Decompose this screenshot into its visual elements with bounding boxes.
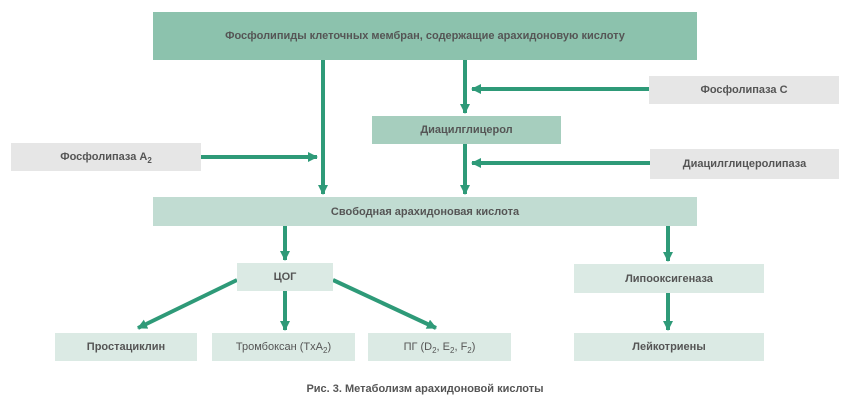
node-label: Диацилглицерол xyxy=(420,124,513,136)
node-label: Тромбоксан (TxA2) xyxy=(235,341,332,355)
node-label: Свободная арахидоновая кислота xyxy=(330,205,520,218)
node-leukotrienes: Лейкотриены xyxy=(574,333,764,361)
arrow-cox-to-prostaglandins xyxy=(332,278,437,330)
figure-caption: Рис. 3. Метаболизм арахидоновой кислоты xyxy=(306,383,544,395)
node-membrane-phospholipids: Фосфолипиды клеточных мембран, содержащи… xyxy=(153,12,697,60)
node-label: Лейкотриены xyxy=(632,341,706,353)
node-label: Фосфолипаза A2 xyxy=(60,151,152,165)
node-phospholipase-c: Фосфолипаза С xyxy=(649,76,839,104)
node-diacylglycerol: Диацилглицерол xyxy=(372,116,561,144)
arrow-cox-to-prostacyclin xyxy=(137,278,238,330)
node-label: Липооксигеназа xyxy=(625,272,713,285)
node-thromboxane: Тромбоксан (TxA2) xyxy=(212,333,355,361)
node-label: ЦОГ xyxy=(273,271,297,283)
node-label: Фосфолипиды клеточных мембран, содержащи… xyxy=(225,30,625,42)
node-prostaglandins: ПГ (D2, E2, F2) xyxy=(368,333,511,361)
node-diacylglycerol-lipase: Диацилглицеролипаза xyxy=(650,149,839,179)
node-label: ПГ (D2, E2, F2) xyxy=(403,341,476,355)
node-free-arachidonic-acid: Свободная арахидоновая кислота xyxy=(153,197,697,226)
node-prostacyclin: Простациклин xyxy=(55,333,197,361)
node-label: Фосфолипаза С xyxy=(700,84,788,96)
node-label: Диацилглицеролипаза xyxy=(682,158,807,170)
node-lipoxygenase: Липооксигеназа xyxy=(574,264,764,293)
node-cox: ЦОГ xyxy=(237,263,333,291)
node-label: Простациклин xyxy=(86,341,166,353)
node-phospholipase-a2: Фосфолипаза A2 xyxy=(11,143,201,171)
